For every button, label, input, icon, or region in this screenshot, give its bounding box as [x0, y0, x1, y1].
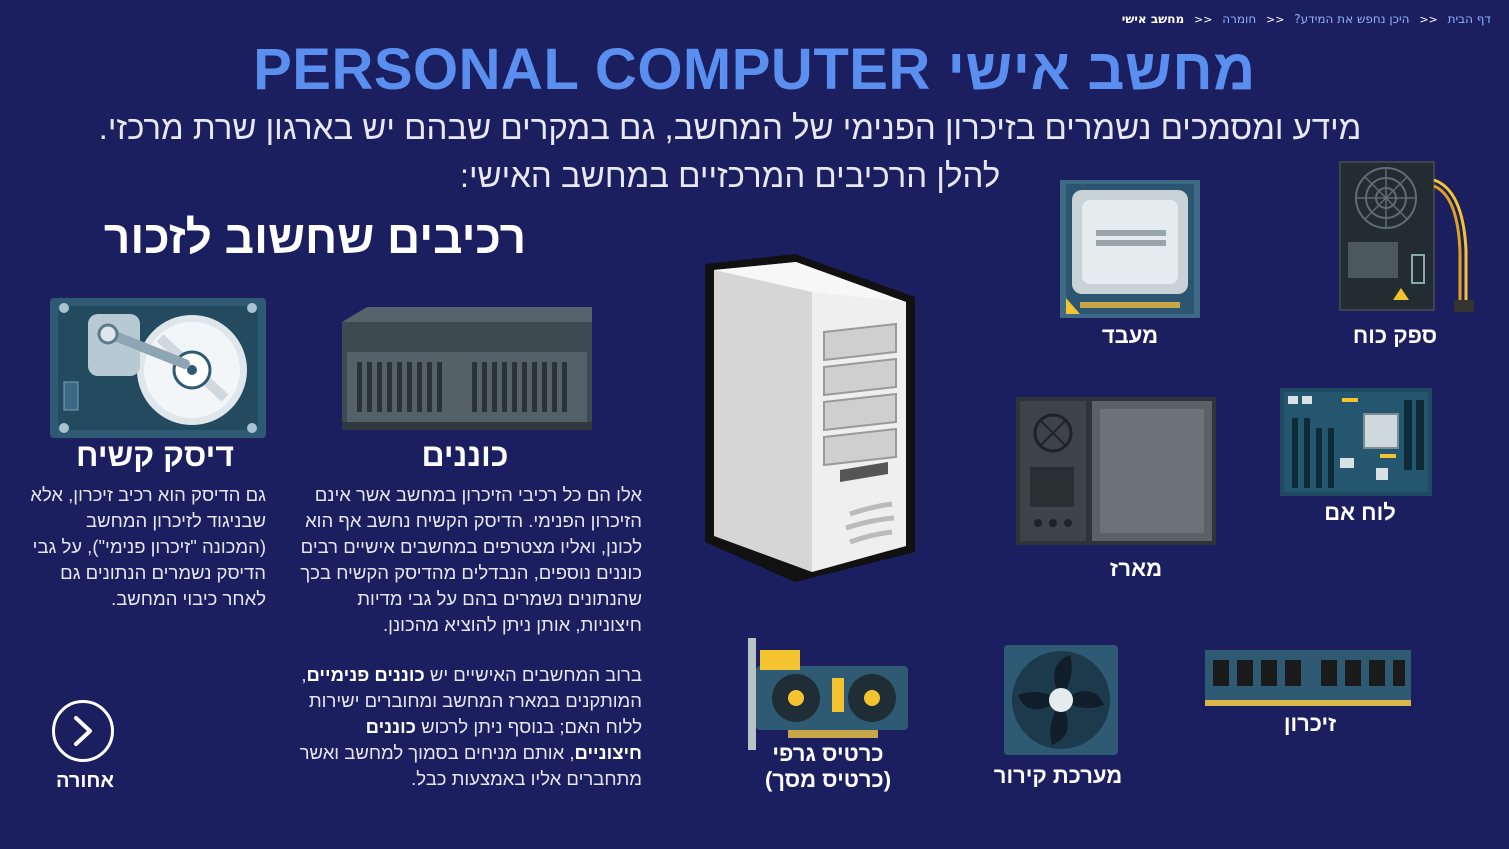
- memory-label: זיכרון: [1283, 711, 1337, 736]
- drives-label: כוננים: [421, 437, 509, 473]
- graphics-card-label-line2: (כרטיס מסך): [764, 767, 892, 792]
- breadcrumb-separator: <<: [1194, 13, 1213, 26]
- pc-tower-icon[interactable]: [700, 252, 922, 588]
- case-icon: [1016, 397, 1216, 545]
- drives-text-2b: כוננים פנימיים: [306, 664, 425, 685]
- graphics-card-label: כרטיס גרפי (כרטיס מסך): [740, 741, 916, 793]
- power-supply-label: ספק כוח: [1352, 323, 1438, 348]
- chevron-right-icon: [74, 716, 92, 746]
- breadcrumb-where-link[interactable]: היכן נחפש את המידע?: [1294, 12, 1410, 26]
- drives-text-2d: כוננים חיצוניים: [365, 716, 642, 763]
- page-title: מחשב אישי PERSONAL COMPUTER: [253, 37, 1256, 102]
- breadcrumb-separator: <<: [1419, 13, 1438, 26]
- hard-disk-icon: [50, 298, 266, 438]
- breadcrumb-separator: <<: [1266, 13, 1285, 26]
- cooling-fan-icon: [1004, 645, 1118, 755]
- power-supply-icon: [1339, 161, 1474, 312]
- drives-text-2: ברוב המחשבים האישיים יש כוננים פנימיים, …: [290, 662, 642, 792]
- breadcrumb-current: מחשב אישי: [1121, 12, 1185, 26]
- breadcrumb-home-link[interactable]: דף הבית: [1447, 12, 1491, 26]
- hard-disk-label: דיסק קשיח: [76, 437, 234, 473]
- intro-line-1: מידע ומסמכים נשמרים בזיכרון הפנימי של המ…: [98, 109, 1362, 146]
- memory-icon: [1205, 650, 1411, 706]
- drives-icon: [342, 307, 592, 430]
- graphics-card-icon: [748, 638, 908, 750]
- back-label: אחורה: [55, 770, 115, 792]
- motherboard-icon: [1280, 388, 1432, 496]
- drives-text-1: אלו הם כל רכיבי הזיכרון במחשב אשר אינם ה…: [300, 484, 642, 635]
- drives-text-2c: , המותקנים במארז המחשב ומחוברים ישירות ל…: [301, 664, 642, 737]
- processor-label: מעבד: [1101, 323, 1159, 348]
- case-label: מארז: [1109, 556, 1163, 581]
- drives-text-2a: ברוב המחשבים האישיים יש: [424, 664, 642, 685]
- intro-text: מידע ומסמכים נשמרים בזיכרון הפנימי של המ…: [60, 104, 1400, 200]
- motherboard-label: לוח אם: [1324, 500, 1396, 525]
- breadcrumb: דף הבית << היכן נחפש את המידע? << חומרה …: [1122, 12, 1491, 26]
- cooling-label: מערכת קירור: [993, 763, 1123, 788]
- intro-line-2: להלן הרכיבים המרכזיים במחשב האישי:: [459, 157, 1001, 194]
- breadcrumb-hardware-link[interactable]: חומרה: [1222, 12, 1257, 26]
- hard-disk-text: גם הדיסק הוא רכיב זיכרון, אלא שבניגוד לז…: [30, 484, 266, 609]
- section-title: רכיבים שחשוב לזכור: [103, 211, 527, 263]
- back-button[interactable]: [52, 700, 114, 762]
- graphics-card-label-line1: כרטיס גרפי: [772, 741, 884, 766]
- drives-text-2e: , אותם מניחים בסמוך למחשב ואשר מתחברים א…: [299, 742, 642, 789]
- processor-icon: [1060, 180, 1200, 318]
